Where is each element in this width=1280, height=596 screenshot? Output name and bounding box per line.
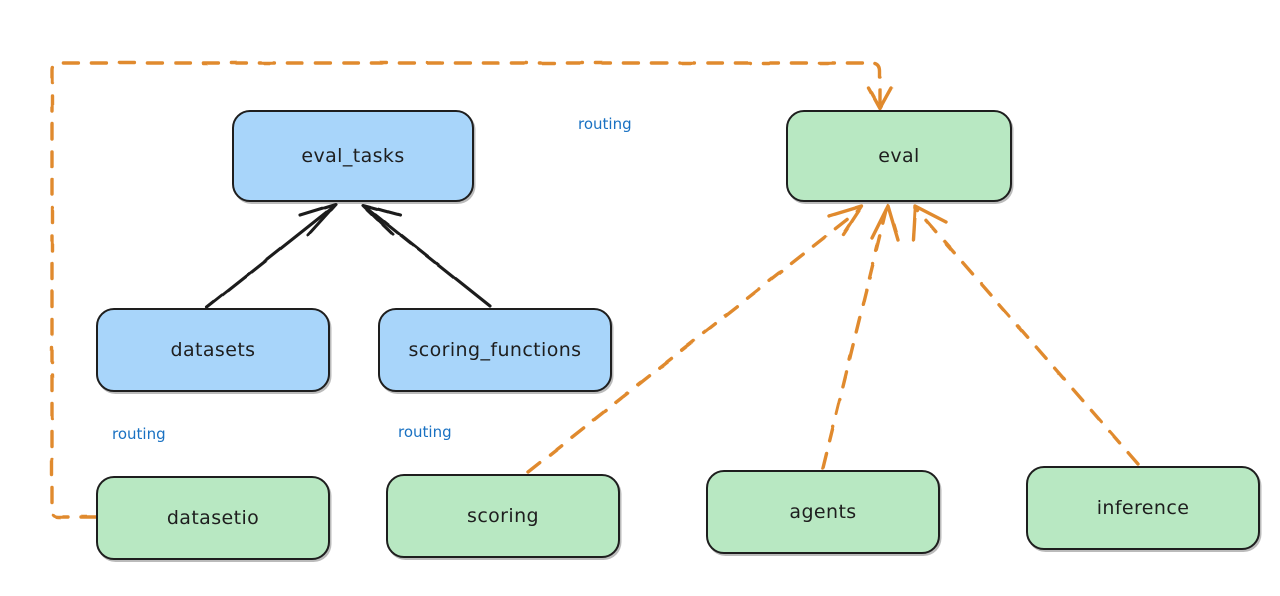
edge-label-routing-datasets-datasetio: routing: [112, 425, 166, 443]
node-label: eval: [878, 145, 920, 167]
node-label: datasets: [170, 339, 256, 361]
node-label: agents: [789, 501, 857, 523]
node-label: scoring_functions: [408, 339, 582, 361]
node-eval-tasks[interactable]: eval_tasks: [232, 110, 474, 202]
node-label: scoring: [467, 505, 539, 527]
node-datasetio[interactable]: datasetio: [96, 476, 330, 560]
node-scoring-functions[interactable]: scoring_functions: [378, 308, 612, 392]
node-label: eval_tasks: [301, 145, 405, 167]
edge-label-routing-scoring-functions-scoring: routing: [398, 423, 452, 441]
node-label: datasetio: [166, 507, 260, 529]
edge-agents-to-eval: [821, 204, 900, 470]
node-scoring[interactable]: scoring: [386, 474, 620, 558]
edge-inference-to-eval: [911, 204, 1140, 466]
edge-scoring_functions-to-eval_tasks: [361, 203, 492, 308]
node-label: inference: [1096, 497, 1190, 519]
edge-label-routing-eval-tasks-eval: routing: [578, 115, 632, 133]
node-datasets[interactable]: datasets: [96, 308, 330, 392]
node-inference[interactable]: inference: [1026, 466, 1260, 550]
node-eval[interactable]: eval: [786, 110, 1012, 202]
node-agents[interactable]: agents: [706, 470, 940, 554]
edge-datasets-to-eval_tasks: [205, 202, 338, 309]
